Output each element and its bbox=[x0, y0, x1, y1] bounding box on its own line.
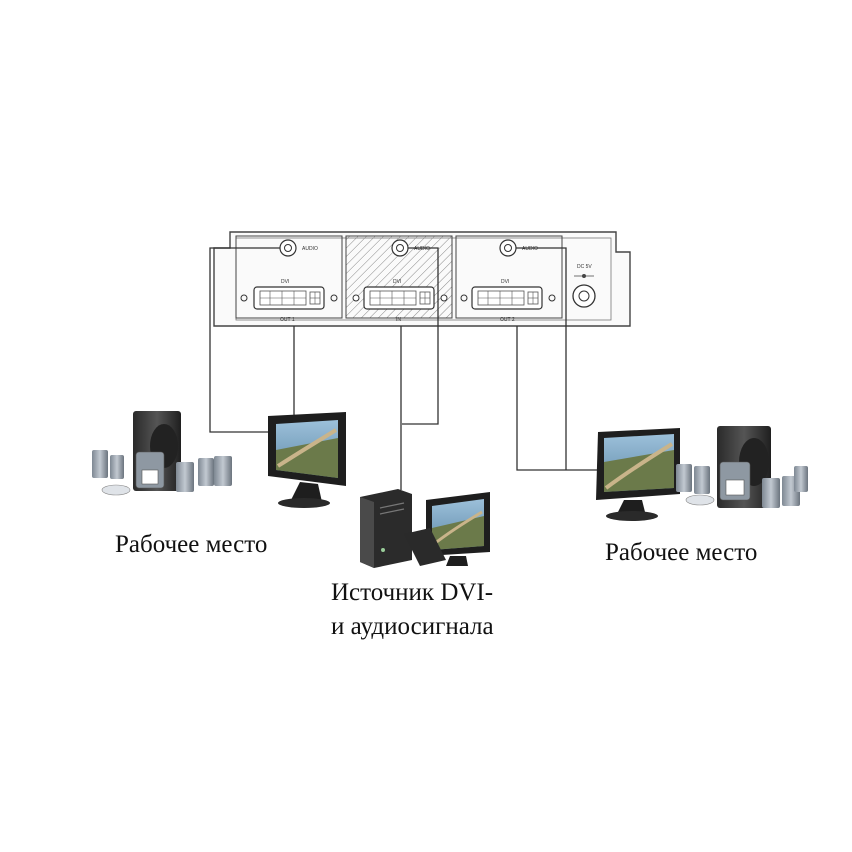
label-workstation-left: Рабочее место bbox=[115, 531, 268, 558]
splitter-device: AUDIO DVI OUT 1 bbox=[213, 231, 631, 327]
dvi-label: DVI bbox=[501, 279, 509, 285]
audio-jack-icon bbox=[499, 239, 517, 257]
dvi-connector-icon bbox=[240, 286, 338, 310]
dvi-label: DVI bbox=[393, 279, 401, 285]
label-workstation-right: Рабочее место bbox=[605, 539, 758, 566]
workstation-left bbox=[92, 411, 346, 508]
port-label-out2: OUT 2 bbox=[500, 317, 515, 323]
monitor-icon bbox=[426, 492, 490, 566]
monitor-icon bbox=[268, 412, 346, 508]
audio-jack-icon bbox=[279, 239, 297, 257]
dvi-label: DVI bbox=[281, 279, 289, 285]
cable-out1-audio bbox=[209, 247, 280, 433]
port-section-in: AUDIO DVI IN bbox=[345, 235, 453, 323]
connection-lines bbox=[209, 247, 600, 490]
port-section-out2: AUDIO DVI OUT 2 bbox=[455, 235, 563, 323]
source-pc bbox=[360, 489, 490, 568]
pc-tower-icon bbox=[360, 489, 412, 568]
monitor-icon bbox=[596, 428, 680, 521]
workstation-right bbox=[596, 426, 808, 521]
port-label-in: IN bbox=[396, 317, 401, 323]
power-jack-icon: DC 5V bbox=[572, 264, 596, 308]
speaker-system-icon bbox=[676, 426, 808, 508]
label-source-line2: и аудиосигнала bbox=[331, 613, 494, 640]
cable-out2-dvi bbox=[516, 326, 600, 471]
keyboard-icon bbox=[404, 528, 446, 566]
audio-label: AUDIO bbox=[302, 246, 318, 252]
audio-label: AUDIO bbox=[522, 246, 538, 252]
power-label: DC 5V bbox=[577, 264, 592, 270]
port-section-out1: AUDIO DVI OUT 1 bbox=[235, 235, 343, 323]
audio-jack-icon bbox=[391, 239, 409, 257]
speaker-system-icon bbox=[92, 411, 232, 496]
port-label-out1: OUT 1 bbox=[280, 317, 295, 323]
audio-label: AUDIO bbox=[414, 246, 430, 252]
label-source-line1: Источник DVI- bbox=[331, 579, 494, 606]
cable-out2-audio bbox=[516, 247, 567, 470]
cable-in-audio bbox=[402, 247, 439, 425]
dvi-connector-icon bbox=[352, 286, 448, 310]
dvi-connector-icon bbox=[460, 286, 556, 310]
